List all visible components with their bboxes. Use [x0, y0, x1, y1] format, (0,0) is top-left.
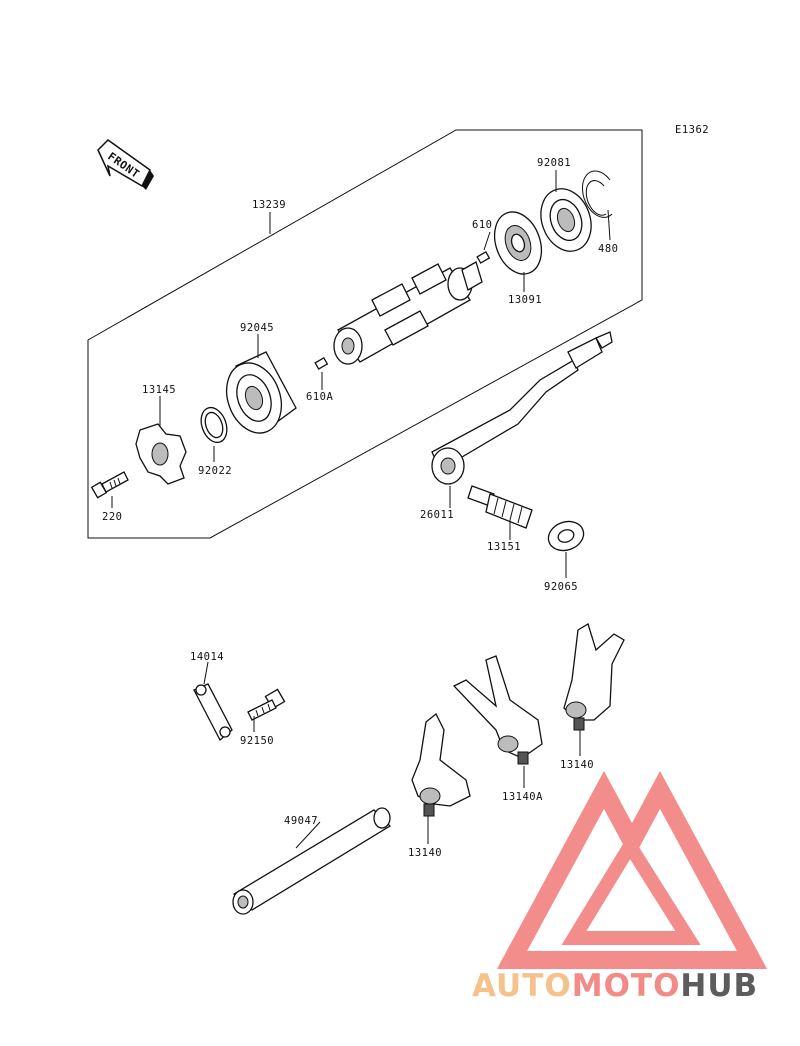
bolt-92150 — [247, 688, 286, 721]
label-480: 480 — [598, 243, 618, 255]
label-26011: 26011 — [420, 509, 454, 521]
watermark-text: AUTOMOTOHUB — [472, 968, 758, 1004]
washer-92065 — [547, 520, 585, 552]
leader-lines — [111, 170, 611, 849]
star-plate-13091 — [493, 211, 543, 275]
stud-13151 — [467, 485, 533, 529]
label-13140-right: 13140 — [560, 759, 594, 771]
label-49047: 49047 — [284, 815, 318, 827]
bearing-92045 — [225, 351, 297, 434]
shift-shaft-26011 — [431, 331, 613, 485]
label-610: 610 — [472, 219, 492, 231]
label-92081: 92081 — [537, 157, 571, 169]
label-92022: 92022 — [198, 465, 232, 477]
watermark-auto: AUTO — [472, 968, 572, 1004]
bearing-92081 — [540, 188, 592, 252]
label-13091: 13091 — [508, 294, 542, 306]
front-arrow-icon: FRONT — [97, 139, 154, 190]
shift-fork-13140-left — [411, 712, 471, 817]
plate-14014 — [193, 683, 233, 742]
label-92045: 92045 — [240, 322, 274, 334]
diagram-code: E1362 — [675, 124, 709, 136]
part-labels: 13239 92081 480 610 13091 92045 610A 131… — [102, 157, 618, 859]
watermark-hub: HUB — [680, 968, 758, 1004]
shift-drum — [333, 261, 483, 365]
cam-13145 — [135, 423, 187, 485]
bolt-220 — [90, 471, 129, 499]
label-220: 220 — [102, 511, 122, 523]
shift-fork-13140a — [452, 655, 543, 765]
label-610a: 610A — [306, 391, 333, 403]
label-13140a: 13140A — [502, 791, 543, 803]
label-92150: 92150 — [240, 735, 274, 747]
pin-610 — [476, 251, 491, 264]
label-13145: 13145 — [142, 384, 176, 396]
watermark-moto: MOTO — [572, 968, 681, 1004]
o-ring-92022 — [200, 406, 228, 444]
circlip-480 — [582, 170, 613, 218]
label-92065: 92065 — [544, 581, 578, 593]
assembly-group-box — [87, 129, 643, 539]
label-13151: 13151 — [487, 541, 521, 553]
label-13140-left: 13140 — [408, 847, 442, 859]
fork-shaft-49047 — [232, 807, 392, 915]
watermark-logo-icon — [496, 771, 768, 969]
label-14014: 14014 — [190, 651, 224, 663]
shift-fork-13140-right — [563, 623, 625, 731]
pin-610a — [314, 357, 329, 370]
label-13239: 13239 — [252, 199, 286, 211]
